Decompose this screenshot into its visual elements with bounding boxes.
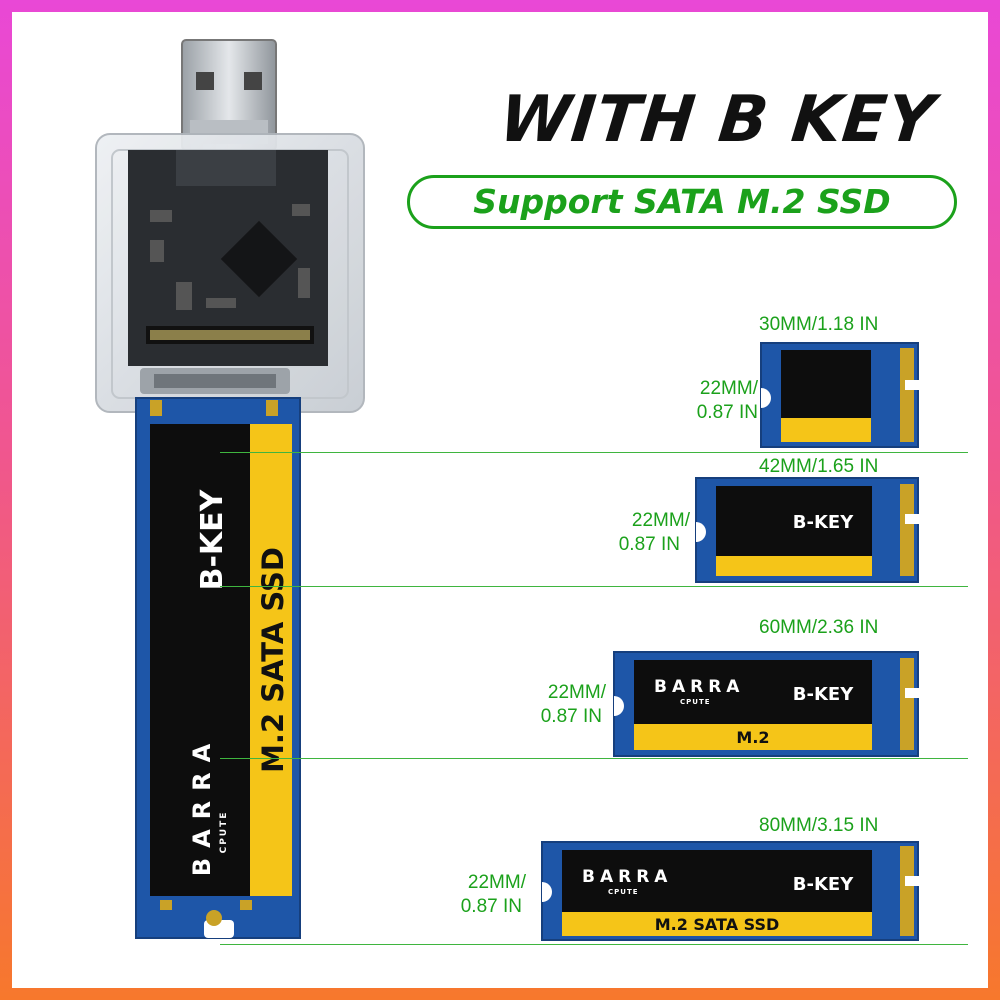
- length-label-80mm: 80MM/3.15 IN: [759, 815, 879, 836]
- main-ssd-brand-sub: CPUTE: [219, 811, 229, 854]
- guide-line-80mm: [220, 944, 968, 945]
- ssd-60mm-bar-text: M.2: [736, 728, 769, 747]
- enclosure-illustration: B-KEY M.2 SATA SSD BARRA CPUTE B-KEY: [95, 39, 919, 941]
- main-ssd-brand: BARRA: [188, 734, 216, 876]
- width-label-30mm-line1: 22MM/: [699, 378, 758, 399]
- ssd-80mm-key: B-KEY: [793, 874, 854, 895]
- ssd-80mm: BARRA CPUTE B-KEY M.2 SATA SSD: [541, 841, 919, 941]
- width-label-80mm-line2: 0.87 IN: [460, 896, 522, 917]
- main-ssd-type-label: M.2 SATA SSD: [256, 547, 290, 773]
- guide-line-60mm: [220, 758, 968, 759]
- width-label-30mm-line2: 0.87 IN: [696, 402, 758, 423]
- length-label-30mm: 30MM/1.18 IN: [759, 314, 879, 335]
- width-label-42mm-line2: 0.87 IN: [618, 534, 680, 555]
- ssd-60mm: BARRA CPUTE B-KEY M.2: [613, 651, 919, 757]
- ssd-60mm-key: B-KEY: [793, 684, 854, 705]
- ssd-60mm-brand: BARRA: [654, 677, 744, 697]
- guide-line-42mm: [220, 586, 968, 587]
- width-label-60mm-line1: 22MM/: [547, 682, 606, 703]
- width-label-80mm-line1: 22MM/: [467, 872, 526, 893]
- product-image-canvas: B-KEY M.2 SATA SSD BARRA CPUTE B-KEY: [12, 12, 988, 988]
- length-label-60mm: 60MM/2.36 IN: [759, 617, 879, 638]
- ssd-42mm-key: B-KEY: [793, 512, 854, 533]
- ssd-80mm-bar-text: M.2 SATA SSD: [655, 915, 780, 934]
- ssd-42mm: B-KEY: [695, 477, 919, 583]
- width-label-60mm-line2: 0.87 IN: [540, 706, 602, 727]
- guide-line-30mm: [220, 452, 968, 453]
- width-label-42mm-line1: 22MM/: [631, 510, 690, 531]
- length-label-42mm: 42MM/1.65 IN: [759, 456, 879, 477]
- main-ssd-key-label: B-KEY: [195, 488, 230, 590]
- clear-enclosure: [95, 133, 365, 413]
- ssd-80mm-brand: BARRA: [582, 867, 672, 887]
- support-badge-text: Support SATA M.2 SSD: [473, 182, 891, 221]
- ssd-80mm-brand-sub: CPUTE: [608, 888, 639, 896]
- page-title: WITH B KEY: [496, 83, 939, 157]
- support-badge: Support SATA M.2 SSD: [407, 175, 957, 229]
- main-ssd: B-KEY M.2 SATA SSD BARRA CPUTE: [135, 397, 301, 939]
- ssd-30mm: [760, 342, 919, 448]
- ssd-60mm-brand-sub: CPUTE: [680, 698, 711, 706]
